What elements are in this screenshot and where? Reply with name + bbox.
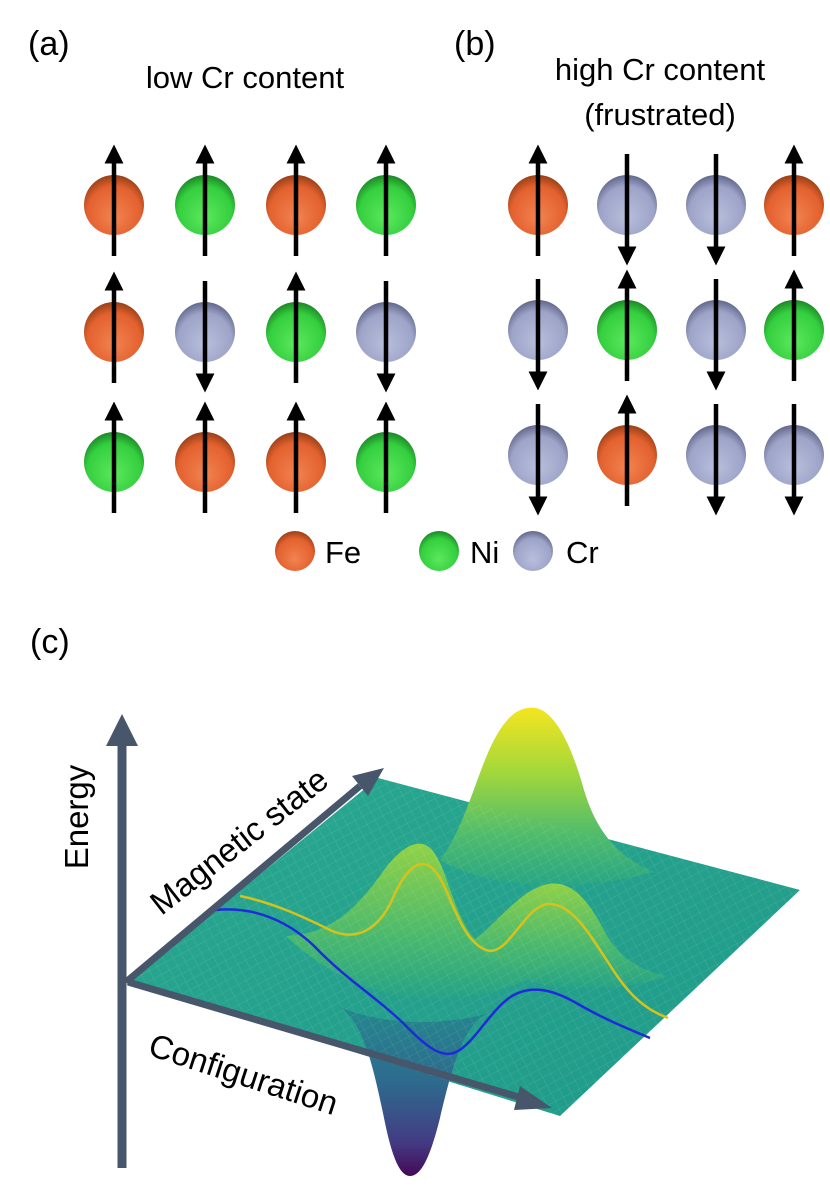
lattice-b-atom-r1c1: [508, 144, 568, 256]
lattice-b-atom-r2c4: [764, 269, 824, 381]
lattice-a-atom-r2c3: [266, 271, 326, 383]
lattice-b-atom-r2c2: [597, 269, 657, 381]
configuration-axis-arrowhead: [514, 1086, 552, 1110]
magnetic-state-axis-arrowhead: [352, 768, 384, 796]
lattice-a: [84, 144, 416, 513]
element-legend: Fe Ni Cr: [275, 531, 599, 571]
lattice-diagrams: Fe Ni Cr: [84, 144, 824, 571]
lattice-b: [508, 144, 824, 516]
lattice-a-atom-r1c4: [356, 144, 416, 256]
lattice-a-atom-r3c3: [266, 401, 326, 513]
lattice-b-atom-r2c3: [686, 279, 746, 391]
configuration-axis-line: [127, 978, 523, 1102]
legend-cr-label: Cr: [566, 535, 599, 570]
lattice-b-atom-r3c2: [597, 394, 657, 506]
lattice-a-atom-r2c1: [84, 271, 144, 383]
magnetic-state-axis-line: [123, 783, 363, 985]
legend-fe-label: Fe: [325, 535, 361, 570]
lattice-b-atom-r3c1: [508, 404, 568, 516]
panel-b-title-line1: high Cr content: [554, 52, 766, 87]
lattice-b-atom-r3c4: [764, 404, 824, 516]
lattice-b-atom-r1c2: [597, 154, 657, 266]
lattice-a-atom-r2c2: [175, 281, 235, 393]
legend-ni-label: Ni: [470, 535, 499, 570]
panel-a-title: low Cr content: [145, 60, 345, 95]
lattice-a-atom-r3c4: [356, 401, 416, 513]
lattice-a-atom-r1c2: [175, 144, 235, 256]
configuration-path-curve: [215, 908, 651, 1056]
legend-cr-swatch: [513, 531, 553, 571]
legend-ni-swatch: [419, 531, 459, 571]
lattice-a-atom-r2c4: [356, 281, 416, 393]
lattice-b-atom-r1c4: [764, 144, 824, 256]
energy-axis-arrowhead: [106, 714, 138, 746]
configuration-axis-label: Configuration: [144, 1026, 342, 1122]
energy-axis-label: Energy: [58, 764, 95, 869]
panel-a-label: (a): [28, 25, 70, 63]
lattice-a-atom-r3c2: [175, 401, 235, 513]
lattice-a-atom-r3c1: [84, 401, 144, 513]
magnetic-path-curve: [239, 862, 669, 1020]
lattice-a-atom-r1c3: [266, 144, 326, 256]
panel-b-label: (b): [454, 25, 496, 63]
lattice-b-atom-r2c1: [508, 279, 568, 391]
lattice-b-atom-r3c3: [686, 404, 746, 516]
legend-fe-swatch: [275, 531, 315, 571]
panel-b-title-line2: (frustrated): [584, 97, 736, 132]
panel-c-label: (c): [30, 623, 70, 661]
lattice-a-atom-r1c1: [84, 144, 144, 256]
lattice-b-atom-r1c3: [686, 154, 746, 266]
